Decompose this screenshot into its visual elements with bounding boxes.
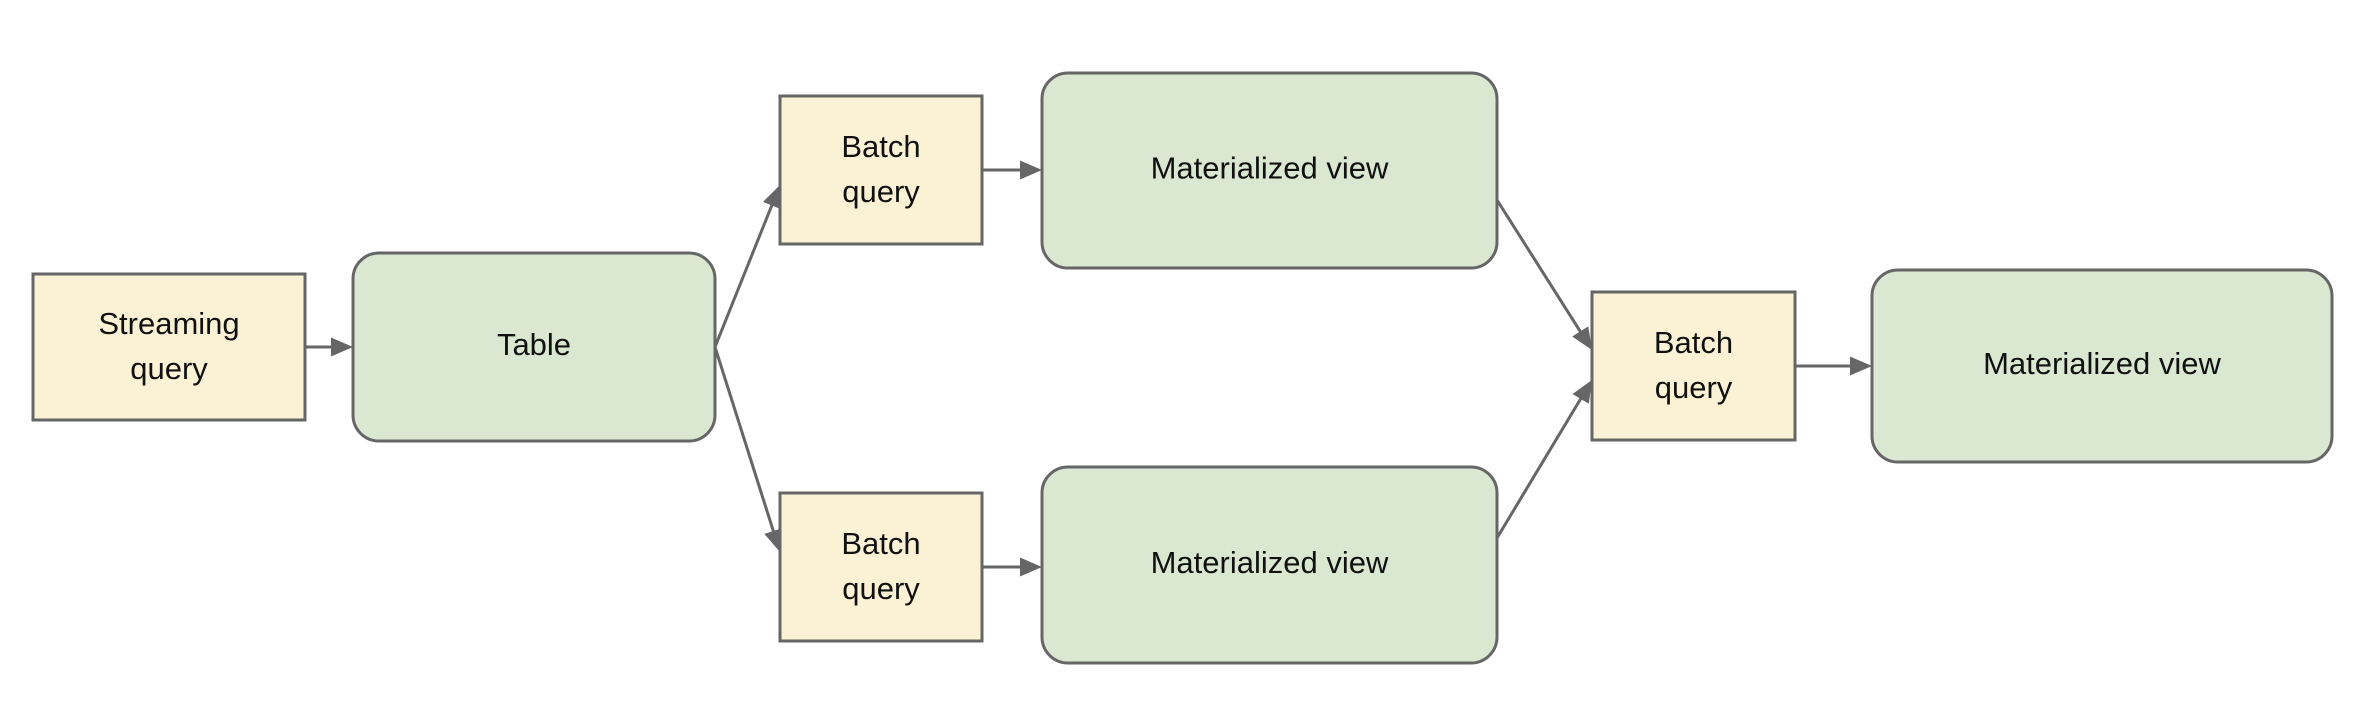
edge-line: [713, 203, 774, 348]
edge-streaming-query-to-table: [305, 337, 353, 357]
edge-materialized-view-bottom-to-batch-query-join: [1495, 380, 1592, 539]
node-shape-table[interactable]: [351, 251, 717, 443]
node-label-batch-query-bottom: Batch: [841, 526, 920, 561]
edge-batch-query-top-to-materialized-view-top: [982, 160, 1042, 180]
node-label-materialized-view-top: Materialized view: [1151, 151, 1389, 186]
node-label-materialized-view-final: Materialized view: [1983, 346, 2221, 381]
edge-line: [1495, 396, 1583, 539]
node-label-batch-query-join: Batch: [1654, 325, 1733, 360]
edge-materialized-view-top-to-batch-query-join: [1495, 199, 1592, 350]
edge-line: [1495, 199, 1583, 334]
node-label-line2-batch-query-bottom: query: [842, 571, 920, 606]
node-label-streaming-query: Streaming: [98, 306, 239, 341]
edge-table-to-batch-query-bottom: [713, 346, 783, 552]
node-batch-query-bottom[interactable]: Batch query: [778, 491, 984, 643]
node-shape-materialized-view-final[interactable]: [1870, 268, 2334, 464]
edge-batch-query-join-to-materialized-view-final: [1795, 356, 1872, 376]
node-label-batch-query-top: Batch: [841, 129, 920, 164]
node-table[interactable]: Table: [351, 251, 717, 443]
node-shape-materialized-view-bottom[interactable]: [1040, 465, 1499, 665]
node-streaming-query[interactable]: Streaming query: [31, 272, 307, 422]
edge-table-to-batch-query-top: [713, 185, 781, 348]
node-layer: StreamingqueryTableBatchqueryMaterialize…: [31, 71, 2334, 665]
node-materialized-view-top[interactable]: Materialized view: [1040, 71, 1499, 270]
arrowhead-icon: [764, 528, 783, 552]
node-shape-batch-query-join[interactable]: [1590, 290, 1797, 442]
node-shape-batch-query-bottom[interactable]: [778, 491, 984, 643]
node-label-table: Table: [497, 327, 571, 362]
node-label-line2-streaming-query: query: [130, 351, 208, 386]
edge-batch-query-bottom-to-materialized-view-bottom: [982, 557, 1042, 577]
node-batch-query-join[interactable]: Batch query: [1590, 290, 1797, 442]
node-shape-materialized-view-top[interactable]: [1040, 71, 1499, 270]
edge-layer: [305, 160, 1872, 577]
node-label-line2-batch-query-top: query: [842, 174, 920, 209]
node-label-materialized-view-bottom: Materialized view: [1151, 545, 1389, 580]
arrowhead-icon: [1850, 356, 1872, 376]
node-label-line2-batch-query-join: query: [1655, 370, 1733, 405]
arrowhead-icon: [1020, 557, 1042, 577]
arrowhead-icon: [762, 185, 781, 209]
arrowhead-icon: [1572, 326, 1592, 350]
arrowhead-icon: [331, 337, 353, 357]
edge-line: [713, 346, 776, 534]
node-shape-streaming-query[interactable]: [31, 272, 307, 422]
node-materialized-view-bottom[interactable]: Materialized view: [1040, 465, 1499, 665]
node-batch-query-top[interactable]: Batch query: [778, 94, 984, 246]
node-shape-batch-query-top[interactable]: [778, 94, 984, 246]
node-materialized-view-final[interactable]: Materialized view: [1870, 268, 2334, 464]
arrowhead-icon: [1572, 380, 1592, 404]
arrowhead-icon: [1020, 160, 1042, 180]
